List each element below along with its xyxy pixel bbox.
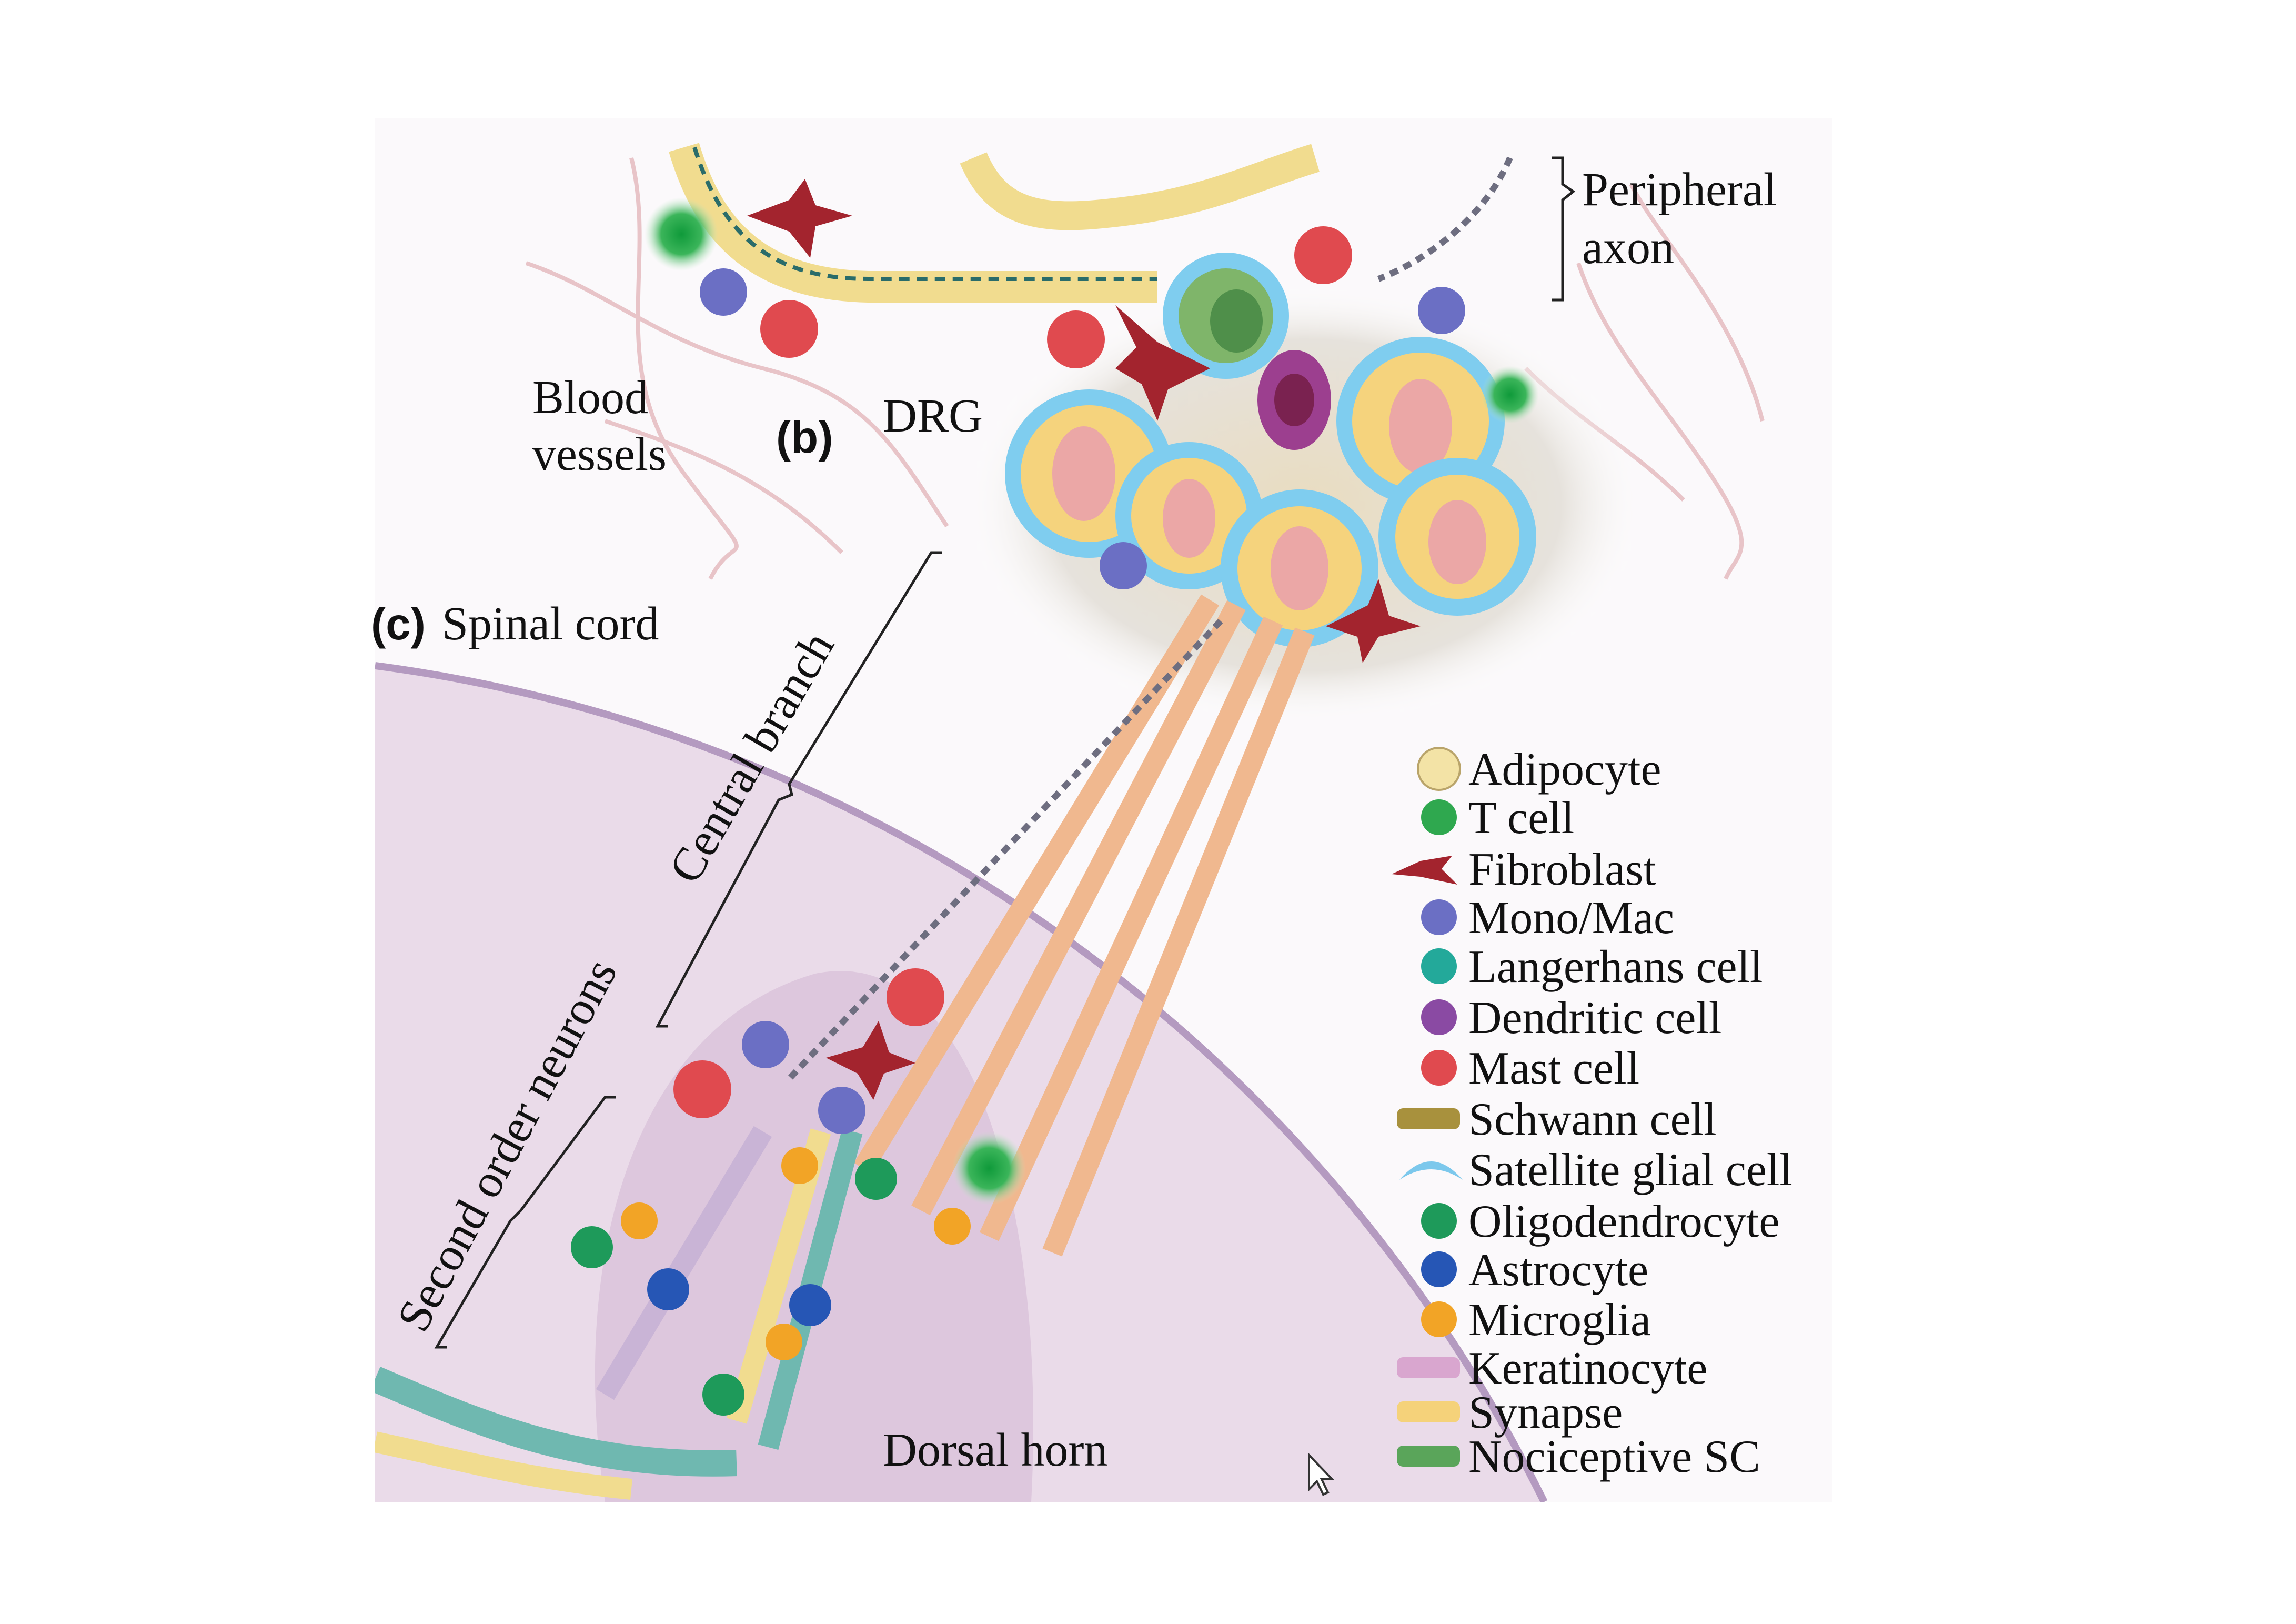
legend-item: Synapse xyxy=(1397,1387,1623,1438)
peripheral-axon-label-2: axon xyxy=(1582,222,1674,274)
schwann-cell-sheath-upper xyxy=(960,144,1320,230)
legend-label: Dendritic cell xyxy=(1468,993,1721,1044)
legend-label: Mono/Mac xyxy=(1468,893,1674,944)
mast-cell-icon xyxy=(1421,1050,1457,1086)
legend-item: Keratinocyte xyxy=(1397,1343,1707,1394)
peripheral-axon-right xyxy=(1377,156,1513,282)
mouse-cursor-icon xyxy=(1308,1452,1335,1496)
microglia-icon xyxy=(1421,1301,1457,1337)
glial-cells xyxy=(571,1147,971,1416)
legend-label: Adipocyte xyxy=(1468,744,1661,795)
mast-cell xyxy=(887,968,944,1026)
peripheral-axon-bracket xyxy=(1552,156,1576,302)
nociceptive-sc-icon xyxy=(1397,1446,1460,1467)
keratinocyte-icon xyxy=(1397,1357,1460,1378)
mono-mac-cell xyxy=(1100,542,1147,589)
legend-label: Schwann cell xyxy=(1468,1094,1717,1145)
figure-panel xyxy=(375,118,1832,1502)
spinal-cord-label: Spinal cord xyxy=(442,598,659,650)
legend-label: Fibroblast xyxy=(1468,844,1656,895)
legend-item: Mono/Mac xyxy=(1421,893,1674,944)
legend-item: Astrocyte xyxy=(1421,1245,1648,1296)
drg-neurons xyxy=(1005,253,1536,647)
central-branch-bracket xyxy=(655,551,942,1028)
t-cell xyxy=(645,197,718,271)
mono-mac-cell xyxy=(700,268,747,316)
astrocyte-icon xyxy=(1421,1251,1457,1287)
legend-item: Adipocyte xyxy=(1417,744,1661,795)
t-cell xyxy=(1481,366,1539,424)
legend-item: Nociceptive SC xyxy=(1397,1431,1760,1482)
synapse-icon xyxy=(1397,1401,1460,1422)
mast-cell xyxy=(673,1060,731,1118)
schwann-cell-sheath xyxy=(669,143,1157,303)
panel-c-label: (c) xyxy=(371,599,426,649)
legend-label: Microglia xyxy=(1468,1295,1651,1346)
legend-label: Satellite glial cell xyxy=(1468,1145,1793,1196)
mono-mac-cell xyxy=(742,1021,789,1068)
peripheral-axon-label: Peripheral xyxy=(1582,164,1777,216)
legend-item: Fibroblast xyxy=(1392,844,1656,895)
mono-mac-icon xyxy=(1421,899,1457,935)
legend-label: Mast cell xyxy=(1468,1043,1639,1094)
second-order-neurons-bracket xyxy=(434,1096,616,1349)
drg-label: DRG xyxy=(883,390,983,442)
legend-label: Keratinocyte xyxy=(1468,1343,1707,1394)
legend-item: Satellite glial cell xyxy=(1399,1145,1793,1196)
t-cell xyxy=(952,1131,1026,1205)
mast-cell xyxy=(1294,226,1352,284)
schwann-cell-icon xyxy=(1397,1108,1460,1129)
legend-item: Oligodendrocyte xyxy=(1421,1196,1779,1247)
legend-item: Langerhans cell xyxy=(1421,941,1763,993)
fibroblast-cell xyxy=(826,1021,915,1100)
satellite-glial-cell-icon xyxy=(1399,1161,1463,1180)
legend-item: Mast cell xyxy=(1421,1043,1639,1094)
mono-mac-cell xyxy=(1418,287,1465,334)
langerhans-cell-icon xyxy=(1421,948,1457,984)
fibroblast-icon xyxy=(1392,856,1457,885)
dendritic-cell-icon xyxy=(1421,999,1457,1035)
dorsal-horn-label: Dorsal horn xyxy=(883,1424,1107,1476)
adipocyte-icon xyxy=(1417,747,1461,791)
mast-cell xyxy=(1047,310,1105,368)
blood-vessels-label: Blood xyxy=(532,372,648,424)
fibroblast-cell xyxy=(747,179,852,258)
panel-b-label: (b) xyxy=(776,413,833,463)
mast-cell xyxy=(760,300,818,358)
blood-vessels-label-2: vessels xyxy=(532,428,667,480)
legend-label: Langerhans cell xyxy=(1468,941,1763,993)
legend-item: Microglia xyxy=(1421,1295,1651,1346)
oligodendrocyte-icon xyxy=(1421,1203,1457,1239)
legend-label: Synapse xyxy=(1468,1387,1623,1438)
central-branch-fibers xyxy=(853,594,1315,1257)
legend-label: Astrocyte xyxy=(1468,1245,1648,1296)
peripheral-axon-dotted xyxy=(692,146,1157,281)
legend-label: Nociceptive SC xyxy=(1468,1431,1760,1482)
mono-mac-cell xyxy=(818,1087,865,1134)
legend-label: Oligodendrocyte xyxy=(1468,1196,1779,1247)
legend-item: Schwann cell xyxy=(1397,1094,1717,1145)
central-axon-dotted xyxy=(787,618,1223,1081)
t-cell-icon xyxy=(1421,799,1457,835)
legend-label: T cell xyxy=(1468,793,1574,844)
legend-item: Dendritic cell xyxy=(1421,993,1721,1044)
legend-item: T cell xyxy=(1421,793,1574,844)
fibroblast-cell xyxy=(1115,305,1210,421)
fibroblast-cell xyxy=(1326,579,1421,663)
